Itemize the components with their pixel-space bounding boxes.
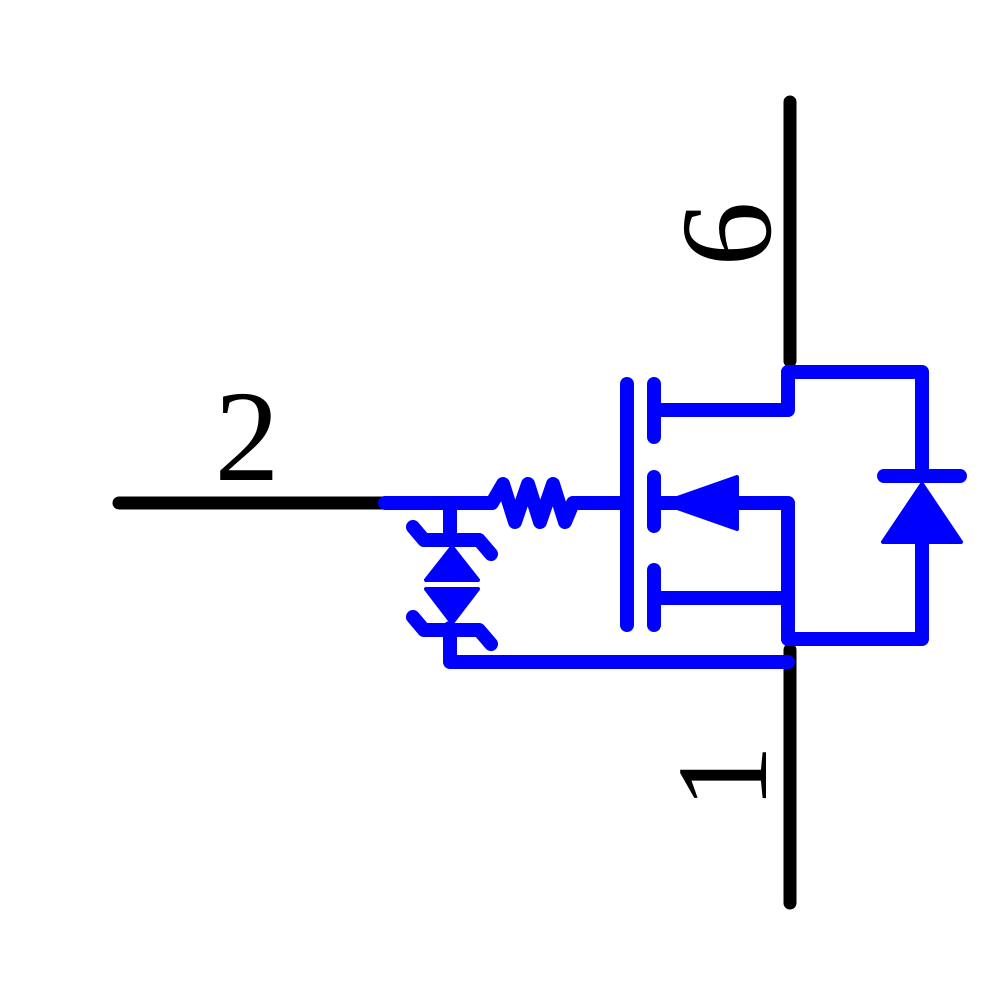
pin-2-label: 2	[215, 365, 280, 509]
device-symbol	[378, 365, 967, 669]
body-diode-triangle	[881, 482, 963, 544]
gate-resistor	[378, 477, 627, 529]
zener-upper-triangle	[424, 545, 480, 582]
zener-return-wire	[443, 621, 795, 669]
pin-labels: 2 6 1	[215, 202, 800, 810]
zener-upper-cathode-bar	[406, 520, 498, 561]
mosfet-body-arrow	[661, 475, 739, 531]
pin-leads	[112, 95, 797, 910]
zener-lower-triangle	[424, 587, 480, 625]
drain-wire	[651, 365, 929, 479]
pin-1-label: 1	[651, 745, 795, 810]
body-diode-anode-wire	[781, 535, 929, 646]
pin-6-label: 6	[655, 202, 799, 267]
